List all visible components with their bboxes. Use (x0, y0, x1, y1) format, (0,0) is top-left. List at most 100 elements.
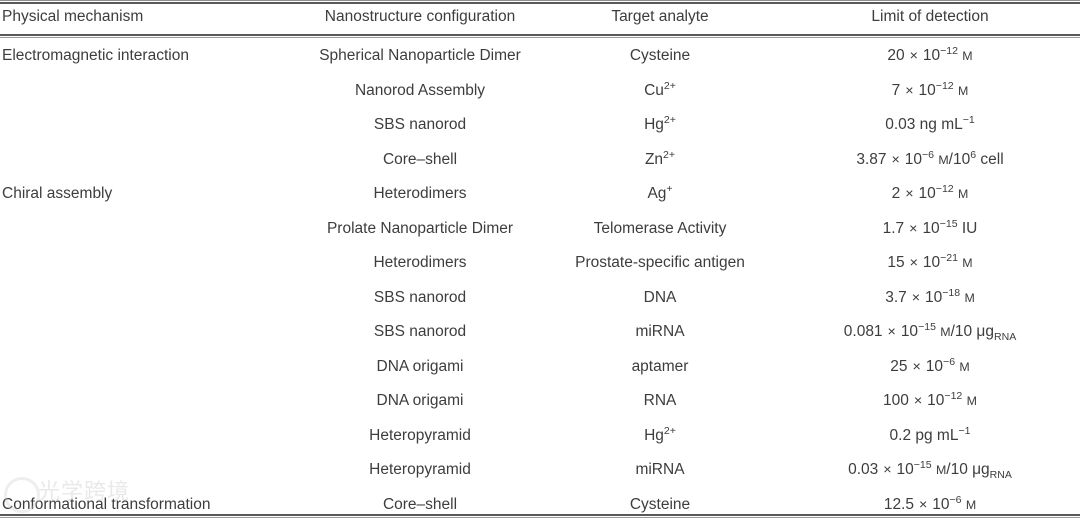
lod-unit-exponent: −1 (958, 424, 971, 437)
analyte-name: Hg (644, 116, 664, 134)
cell-nanostructure-configuration: Heteropyramid (369, 461, 471, 479)
lod-suffix-tail: cell (976, 150, 1004, 168)
lod-exponent: −21 (940, 252, 958, 265)
lod-mantissa: 0.081 (843, 323, 883, 341)
column-header-physical-mechanism: Physical mechanism (2, 8, 144, 25)
cell-physical-mechanism: Electromagnetic interaction (2, 47, 189, 65)
lod-exponent: −12 (944, 390, 963, 403)
cell-limit-of-detection: 7 × 10−12 M (780, 74, 1080, 109)
lod-times-symbol: × (905, 48, 922, 65)
lod-exponent: −15 (918, 321, 936, 334)
cell-nanostructure-configuration: DNA origami (376, 357, 464, 375)
lod-exponent: −12 (935, 79, 954, 92)
lod-mantissa: 7 (891, 81, 901, 99)
analyte-name: Ag (647, 185, 667, 203)
lod-unit: IU (961, 219, 978, 237)
lod-times-symbol: × (915, 496, 932, 513)
cell-physical-mechanism (0, 246, 300, 281)
cell-target-analyte: Hg2+ (540, 419, 780, 454)
cell-physical-mechanism (0, 212, 300, 247)
table-bottom-rule-outer (0, 514, 1080, 516)
analyte-name: Cysteine (629, 495, 691, 513)
lod-mantissa: 1.7 (882, 219, 905, 237)
cell-target-analyte: DNA (540, 281, 780, 316)
cell-physical-mechanism (0, 143, 300, 178)
cell-physical-mechanism (0, 419, 300, 454)
lod-mantissa: 25 (890, 357, 908, 375)
lod-times-symbol: × (879, 462, 896, 479)
cell-target-analyte: Cysteine (540, 34, 780, 74)
cell-nanostructure-configuration: Heterodimers (373, 185, 467, 203)
lod-exponent: −12 (935, 183, 954, 196)
lod-base: 10 (896, 461, 914, 479)
cell-physical-mechanism (0, 281, 300, 316)
cell-target-analyte: Telomerase Activity (540, 212, 780, 247)
lod-mantissa: 100 (883, 392, 909, 410)
lod-mantissa: 3.87 (856, 150, 887, 168)
cell-target-analyte: Zn2+ (540, 143, 780, 178)
cell-limit-of-detection: 0.2 pg mL−1 (780, 419, 1080, 454)
lod-times-symbol: × (883, 324, 900, 341)
cell-nanostructure-configuration: SBS nanorod (373, 323, 467, 341)
lod-unit: M (964, 290, 975, 305)
cell-target-analyte: miRNA (540, 453, 780, 488)
cell-nanostructure-configuration: SBS nanorod (373, 116, 467, 134)
cell-limit-of-detection: 12.5 × 10−6 M (780, 488, 1080, 523)
cell-limit-of-detection: 15 × 10−21 M (780, 246, 1080, 281)
cell-physical-mechanism (0, 453, 300, 488)
table-row: Chiral assembly Heterodimers Ag+2 × 10−12 … (0, 177, 1080, 212)
cell-target-analyte: Prostate-specific antigen (540, 246, 780, 281)
cell-limit-of-detection: 0.03 ng mL−1 (780, 108, 1080, 143)
lod-base: 10 (932, 495, 950, 513)
lod-exponent: −6 (949, 493, 962, 506)
lod-unit: M (957, 83, 969, 98)
cell-nanostructure-configuration: Core–shell (382, 150, 458, 168)
cell-physical-mechanism (0, 108, 300, 143)
table-header-row: Physical mechanism Nanostructure configu… (0, 0, 1080, 34)
lod-suffix: /10 (948, 150, 971, 168)
lod-base: 10 (918, 185, 936, 203)
lod-exponent: −6 (943, 355, 956, 368)
lod-suffix-exponent: 6 (970, 148, 977, 161)
analyte-charge: 2+ (663, 79, 676, 92)
column-header-nanostructure-configuration: Nanostructure configuration (324, 8, 516, 25)
analyte-charge: + (666, 183, 673, 196)
cell-nanostructure-configuration: Core–shell (382, 495, 458, 513)
analyte-charge: 2+ (663, 424, 676, 437)
cell-nanostructure-configuration: SBS nanorod (373, 288, 467, 306)
lod-value: 0.03 ng mL (885, 116, 963, 134)
lod-times-symbol: × (908, 358, 925, 375)
cell-physical-mechanism (0, 350, 300, 385)
cell-nanostructure-configuration: Heterodimers (373, 254, 467, 272)
cell-nanostructure-configuration: Nanorod Assembly (354, 81, 486, 99)
cell-target-analyte: Cu2+ (540, 74, 780, 109)
table-header: Physical mechanism Nanostructure configu… (0, 0, 1080, 34)
cell-limit-of-detection: 0.03 × 10−15 M/10 μgRNA (780, 453, 1080, 488)
table-header-rule-inner (0, 37, 1080, 38)
lod-base: 10 (925, 288, 943, 306)
lod-unit: M (938, 152, 949, 167)
lod-base: 10 (904, 150, 922, 168)
cell-target-analyte: RNA (540, 384, 780, 419)
lod-unit: M (966, 394, 977, 409)
lod-mantissa: 15 (887, 254, 905, 272)
table-header-rule-outer (0, 34, 1080, 36)
lod-mantissa: 3.7 (885, 288, 907, 306)
cell-physical-mechanism: Chiral assembly (2, 185, 113, 203)
lod-suffix: /10 μg (946, 461, 990, 479)
table-top-rule-outer (0, 0, 1080, 1)
lod-unit-exponent: −1 (962, 114, 975, 127)
lod-times-symbol: × (901, 186, 918, 203)
lod-suffix-subscript: RNA (989, 469, 1012, 482)
cell-target-analyte: aptamer (540, 350, 780, 385)
cell-limit-of-detection: 2 × 10−12 M (780, 177, 1080, 212)
cell-limit-of-detection: 3.7 × 10−18 M (780, 281, 1080, 316)
